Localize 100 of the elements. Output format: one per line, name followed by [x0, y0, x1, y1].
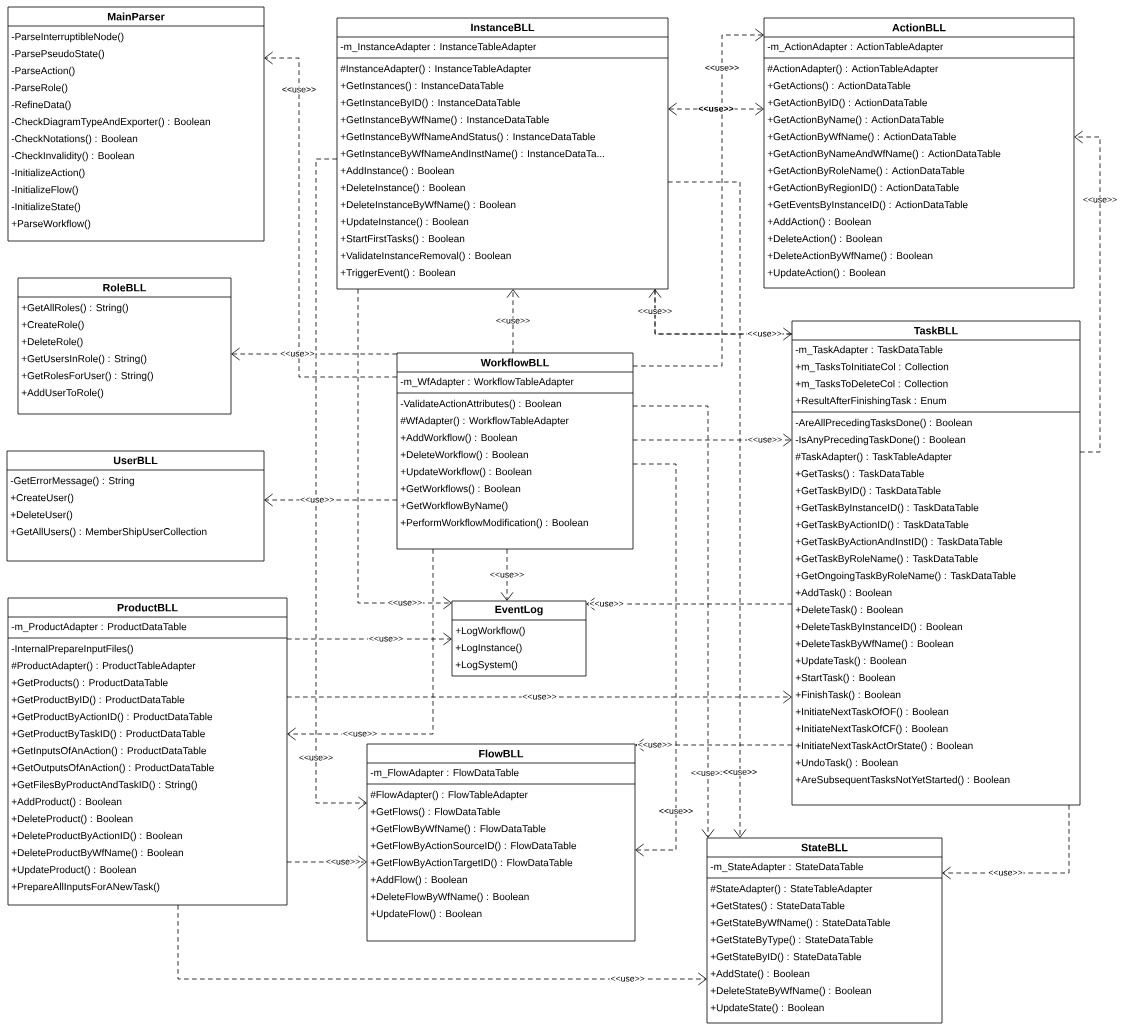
method-text: -IsAnyPrecedingTaskDone() : Boolean — [795, 435, 966, 446]
method-text: +AddState() : Boolean — [710, 969, 810, 980]
class-name: ActionBLL — [892, 23, 946, 32]
edge-label: <<use>> — [368, 635, 404, 643]
class-box — [791, 320, 1081, 806]
method-text: #InstanceAdapter() : InstanceTableAdapter — [340, 64, 532, 75]
method-text: +GetFilesByProductAndTaskID() : String() — [11, 780, 197, 791]
method-text: +TriggerEvent() : Boolean — [340, 268, 455, 279]
method-text: +DeleteInstanceByWfName() : Boolean — [340, 200, 516, 211]
method-text: +DeleteFlowByWfName() : Boolean — [370, 892, 529, 903]
method-text: +GetEventsByInstanceID() : ActionDataTable — [767, 200, 968, 211]
method-text: #ProductAdapter() : ProductTableAdapter — [11, 661, 196, 672]
method-text: -RefineData() — [11, 100, 71, 111]
edge-label: <<use>> — [697, 105, 735, 113]
dependency-arrow — [586, 597, 793, 611]
method-text: +AddProduct() : Boolean — [11, 797, 122, 808]
class-name: MainParser — [107, 12, 165, 21]
method-text: +DeleteActionByWfName() : Boolean — [767, 251, 933, 262]
class-name: StateBLL — [801, 843, 848, 852]
method-text: +GetInstances() : InstanceDataTable — [340, 81, 504, 92]
dependency-arrow — [286, 690, 792, 704]
method-text: +AddAction() : Boolean — [767, 217, 871, 228]
edge-label: <<use>> — [279, 350, 316, 358]
class-box — [366, 743, 636, 942]
class-box — [7, 6, 265, 242]
method-text: +GetStates() : StateDataTable — [710, 901, 845, 912]
method-text: +DeleteStateByWfName() : Boolean — [710, 986, 871, 997]
dependency-arrow — [231, 347, 398, 361]
method-text: +DeleteProduct() : Boolean — [11, 814, 133, 825]
method-text: +GetStateByWfName() : StateDataTable — [710, 918, 890, 929]
attribute-text: -m_TaskAdapter : TaskDataTable — [795, 345, 943, 356]
method-text: +AddWorkflow() : Boolean — [400, 433, 517, 444]
method-text: +GetTaskByActionID() : TaskDataTable — [795, 520, 969, 531]
dependency-arrow — [506, 289, 520, 354]
method-text: +InitiateNextTaskActOrState() : Boolean — [795, 741, 973, 752]
method-text: +GetActionByRegionID() : ActionDataTable — [767, 183, 959, 194]
class-box — [7, 597, 288, 906]
method-text: +GetActionByRoleName() : ActionDataTable — [767, 166, 965, 177]
method-text: +GetActionByName() : ActionDataTable — [767, 115, 944, 126]
method-text: -ValidateActionAttributes() : Boolean — [400, 399, 561, 410]
edge-label: <<use>> — [1082, 196, 1118, 204]
edge-label: <<use>> — [489, 571, 525, 579]
method-text: +GetTaskByInstanceID() : TaskDataTable — [795, 503, 979, 514]
method-text: +GetWorkflows() : Boolean — [400, 484, 521, 495]
edge-label: <<use>> — [987, 869, 1024, 877]
method-text: +AreSubsequentTasksNotYetStarted() : Boolean — [795, 775, 1010, 786]
dependency-arrow — [287, 548, 434, 741]
attribute-text: +m_TasksToInitiateCol : Collection — [795, 362, 949, 373]
class-box — [451, 600, 587, 677]
method-text: -ParseAction() — [11, 66, 75, 77]
method-text: +DeleteRole() — [21, 337, 83, 348]
method-text: +DeleteTaskByWfName() : Boolean — [795, 639, 954, 650]
edge-label: <<use>> — [521, 693, 558, 701]
method-text: +GetTasks() : TaskDataTable — [795, 469, 924, 480]
attribute-text: -m_ProductAdapter : ProductDataTable — [11, 622, 187, 633]
method-text: +GetUsersInRole() : String() — [21, 354, 147, 365]
class-name: InstanceBLL — [471, 23, 535, 32]
edge-label: <<use>> — [495, 317, 531, 325]
dependency-arrow — [264, 493, 398, 507]
method-text: -ParsePseudoState() — [11, 49, 105, 60]
edge-label: <<use>> — [299, 496, 336, 504]
method-text: +CreateRole() — [21, 320, 84, 331]
method-text: +UpdateInstance() : Boolean — [340, 217, 469, 228]
method-text: +GetTaskByRoleName() : TaskDataTable — [795, 554, 978, 565]
method-text: +GetProducts() : ProductDataTable — [11, 678, 168, 689]
method-text: +GetFlows() : FlowDataTable — [370, 807, 500, 818]
attribute-text: -m_FlowAdapter : FlowDataTable — [370, 768, 519, 779]
dependency-arrow — [264, 51, 398, 378]
method-text: +CreateUser() — [10, 493, 74, 504]
edge-label: <<use>> — [298, 754, 334, 762]
method-text: +GetOutputsOfAnAction() : ProductDataTable — [11, 763, 214, 774]
method-text: +DeleteProductByWfName() : Boolean — [11, 848, 183, 859]
edge-label: <<use>> — [609, 975, 646, 983]
method-text: +AddTask() : Boolean — [795, 588, 892, 599]
method-text: +GetAllRoles() : String() — [21, 303, 128, 314]
method-text: +FinishTask() : Boolean — [795, 690, 901, 701]
class-name: UserBLL — [113, 456, 158, 465]
class-box — [763, 17, 1075, 289]
class-name: FlowBLL — [479, 749, 524, 758]
method-text: +GetAllUsers() : MemberShipUserCollection — [10, 527, 207, 538]
method-text: +PrepareAllInputsForANewTask() — [11, 882, 160, 893]
method-text: #ActionAdapter() : ActionTableAdapter — [767, 64, 939, 75]
method-text: +GetTaskByID() : TaskDataTable — [795, 486, 941, 497]
class-box — [6, 450, 265, 562]
method-text: -InitializeState() — [11, 202, 81, 213]
edge-label: <<use>> — [704, 64, 740, 72]
edge-label: <<use>> — [387, 599, 423, 607]
method-text: +UpdateWorkflow() : Boolean — [400, 467, 532, 478]
edge-label: <<use>> — [746, 330, 783, 338]
method-text: +UpdateState() : Boolean — [710, 1003, 824, 1014]
method-text: +GetFlowByActionTargetID() : FlowDataTable — [370, 858, 573, 869]
method-text: +GetInstanceByWfNameAndStatus() : InstanceDataTable — [340, 132, 596, 143]
class-name: RoleBLL — [103, 283, 147, 292]
edge-label: <<use>> — [342, 730, 378, 738]
method-text: +GetActionByWfName() : ActionDataTable — [767, 132, 956, 143]
method-text: #WfAdapter() : WorkflowTableAdapter — [400, 416, 569, 427]
method-text: +GetOngoingTaskByRoleName() : TaskDataTable — [795, 571, 1016, 582]
method-text: -CheckNotations() : Boolean — [11, 134, 138, 145]
edge-label: <<use>> — [281, 86, 317, 94]
method-text: +UndoTask() : Boolean — [795, 758, 898, 769]
